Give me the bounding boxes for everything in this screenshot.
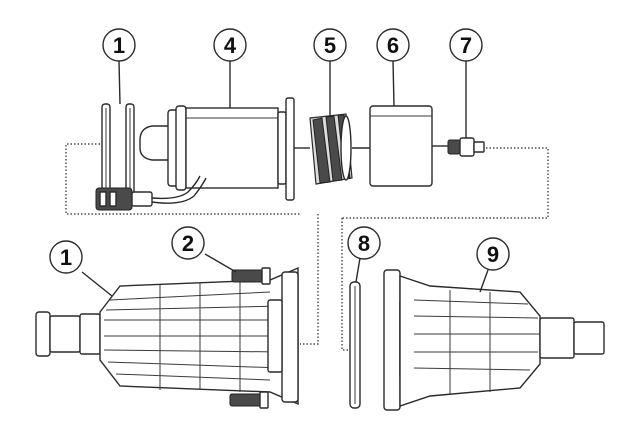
part-1-housing: [35, 266, 299, 406]
connector-plug: [95, 175, 207, 211]
callout-8-label: 8: [358, 231, 370, 256]
callout-6: 6: [376, 28, 410, 62]
callout-5: 5: [313, 28, 347, 62]
callout-9: 9: [476, 237, 510, 271]
part-6-drum: [369, 105, 448, 187]
part-2-screws: [229, 267, 271, 409]
callout-7: 7: [449, 28, 483, 62]
part-8-ring: [349, 281, 361, 409]
callout-9-label: 9: [487, 242, 499, 267]
callout-2-label: 2: [182, 231, 194, 256]
part-7-fitting: [447, 137, 485, 157]
callout-4-label: 4: [224, 33, 237, 58]
callout-2: 2: [171, 226, 205, 260]
callout-1-top-label: 1: [113, 33, 125, 58]
callout-1-bottom: 1: [49, 240, 83, 274]
part-5-helical-gear: [309, 113, 370, 185]
callout-1-top: 1: [102, 28, 136, 62]
callout-5-label: 5: [324, 33, 336, 58]
part-9-housing: [383, 269, 605, 411]
part-4-cylinder: [139, 97, 310, 201]
callout-1-bottom-label: 1: [60, 245, 72, 270]
callout-4: 4: [213, 28, 247, 62]
callout-8: 8: [347, 226, 381, 260]
leader-lines: [81, 60, 489, 297]
callout-7-label: 7: [460, 33, 472, 58]
callout-6-label: 6: [387, 33, 399, 58]
part-1-rings: [101, 103, 135, 195]
